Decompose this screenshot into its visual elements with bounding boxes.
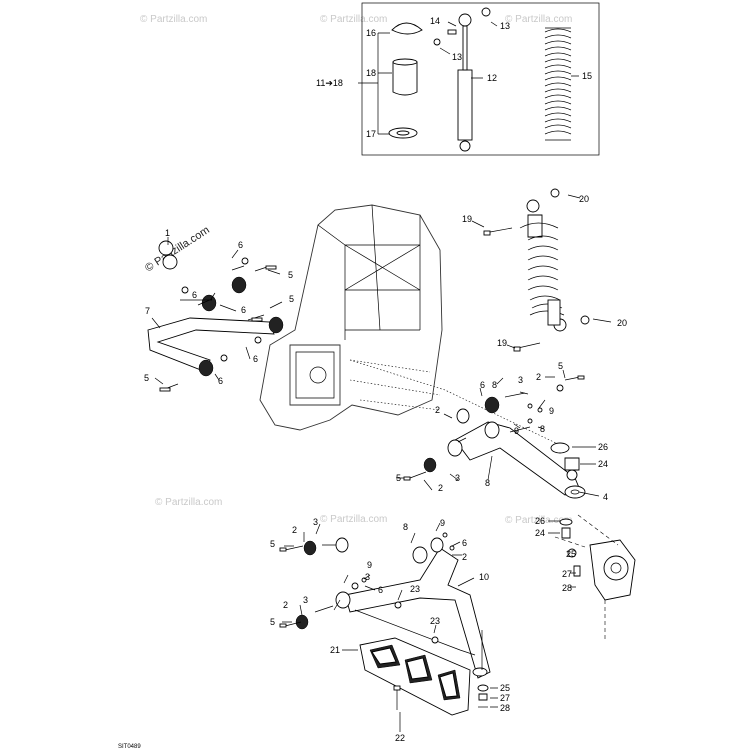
callout-25a: 25 — [566, 549, 576, 559]
nut-23 — [394, 601, 402, 609]
callout-12: 12 — [487, 73, 497, 83]
callout-6g: 6 — [462, 538, 467, 548]
skid-plate-21 — [359, 637, 471, 716]
callout-6d: 6 — [253, 354, 258, 364]
callout-6f: 6 — [480, 380, 485, 390]
callout-25b: 25 — [500, 683, 510, 693]
drawing-code: SIT0489 — [118, 744, 141, 750]
watermark-top-center: © Partzilla.com — [320, 14, 387, 25]
shock-assembly-right — [483, 188, 590, 352]
callout-6e: 6 — [218, 376, 223, 386]
callout-15: 15 — [582, 71, 592, 81]
callout-9a: 9 — [549, 406, 554, 416]
callout-7: 7 — [145, 306, 150, 316]
callout-5c: 5 — [144, 373, 149, 383]
upper-a-arm-right-8 — [403, 375, 586, 499]
upper-a-arm-left-7 — [147, 240, 284, 392]
steering-knuckle — [559, 518, 636, 601]
vehicle-frame — [259, 204, 561, 446]
callout-8b: 8 — [540, 424, 545, 434]
callout-5e: 5 — [396, 473, 401, 483]
callout-2a: 2 — [536, 372, 541, 382]
callout-18: 18 — [366, 68, 376, 78]
callout-13b: 13 — [500, 21, 510, 31]
sleeve-18 — [392, 61, 418, 96]
callout-2d: 2 — [292, 525, 297, 535]
callout-6b: 6 — [192, 290, 197, 300]
callout-3a: 3 — [518, 375, 523, 385]
watermark-top-left: © Partzilla.com — [140, 14, 207, 25]
callout-9d: 9 — [367, 560, 372, 570]
callout-5b: 5 — [289, 294, 294, 304]
callout-3c: 3 — [313, 517, 318, 527]
callout-20a: 20 — [579, 194, 589, 204]
callout-6h: 6 — [378, 585, 383, 595]
callout-2f: 2 — [283, 600, 288, 610]
callout-22: 22 — [395, 733, 405, 743]
callout-19b: 19 — [497, 338, 507, 348]
callout-2b: 2 — [435, 405, 440, 415]
callout-21: 21 — [330, 645, 340, 655]
callout-5a: 5 — [288, 270, 293, 280]
watermark-mid-right: © Partzilla.com — [505, 515, 572, 526]
callout-3b: 3 — [455, 473, 460, 483]
callout-6c: 6 — [241, 305, 246, 315]
callout-1: 1 — [165, 228, 170, 238]
callout-14: 14 — [430, 16, 440, 26]
lower-a-arm-10 — [279, 532, 491, 679]
callout-9c: 9 — [440, 518, 445, 528]
shock-absorber-12 — [457, 69, 473, 141]
callout-26a: 26 — [598, 442, 608, 452]
callout-19a: 19 — [462, 214, 472, 224]
callout-28a: 28 — [562, 583, 572, 593]
bushing-13 — [433, 38, 441, 46]
callout-24b: 24 — [535, 528, 545, 538]
callout-8e: 3 — [365, 572, 370, 582]
callout-3d: 3 — [303, 595, 308, 605]
callout-range-11-18: 11➔18 — [316, 78, 343, 88]
callout-5d: 5 — [558, 361, 563, 371]
inset-box — [361, 2, 600, 156]
callout-8d: 8 — [403, 522, 408, 532]
ball-joint-24 — [564, 457, 580, 471]
callout-20b: 20 — [617, 318, 627, 328]
callout-26b: 26 — [535, 516, 545, 526]
callout-2e: 2 — [462, 552, 467, 562]
callout-23a: 23 — [410, 584, 420, 594]
callout-4: 4 — [603, 492, 608, 502]
boot-26 — [550, 442, 570, 454]
callout-28b: 28 — [500, 703, 510, 713]
callout-17: 17 — [366, 129, 376, 139]
watermark-mid-center: © Partzilla.com — [320, 514, 387, 525]
callout-8c: 8 — [485, 478, 490, 488]
callout-9b: 9 — [514, 426, 519, 436]
pin-14 — [447, 29, 457, 35]
watermark-mid-left: © Partzilla.com — [155, 497, 222, 508]
callout-2c: 2 — [438, 483, 443, 493]
spring-seat-16 — [391, 22, 423, 35]
callout-6a: 6 — [238, 240, 243, 250]
callout-27b: 27 — [500, 693, 510, 703]
callout-5g: 5 — [270, 617, 275, 627]
callout-23b: 23 — [430, 616, 440, 626]
callout-8a: 8 — [492, 380, 497, 390]
callout-13a: 13 — [452, 52, 462, 62]
bushing-1 — [162, 254, 178, 270]
callout-24a: 24 — [598, 459, 608, 469]
watermark-brand-rotated: © Partzilla.com — [143, 224, 212, 274]
callout-10: 10 — [479, 572, 489, 582]
callout-5f: 5 — [270, 539, 275, 549]
callout-16: 16 — [366, 28, 376, 38]
watermark-top-right: © Partzilla.com — [505, 14, 572, 25]
spring-15 — [544, 27, 572, 141]
callout-27a: 27 — [562, 569, 572, 579]
